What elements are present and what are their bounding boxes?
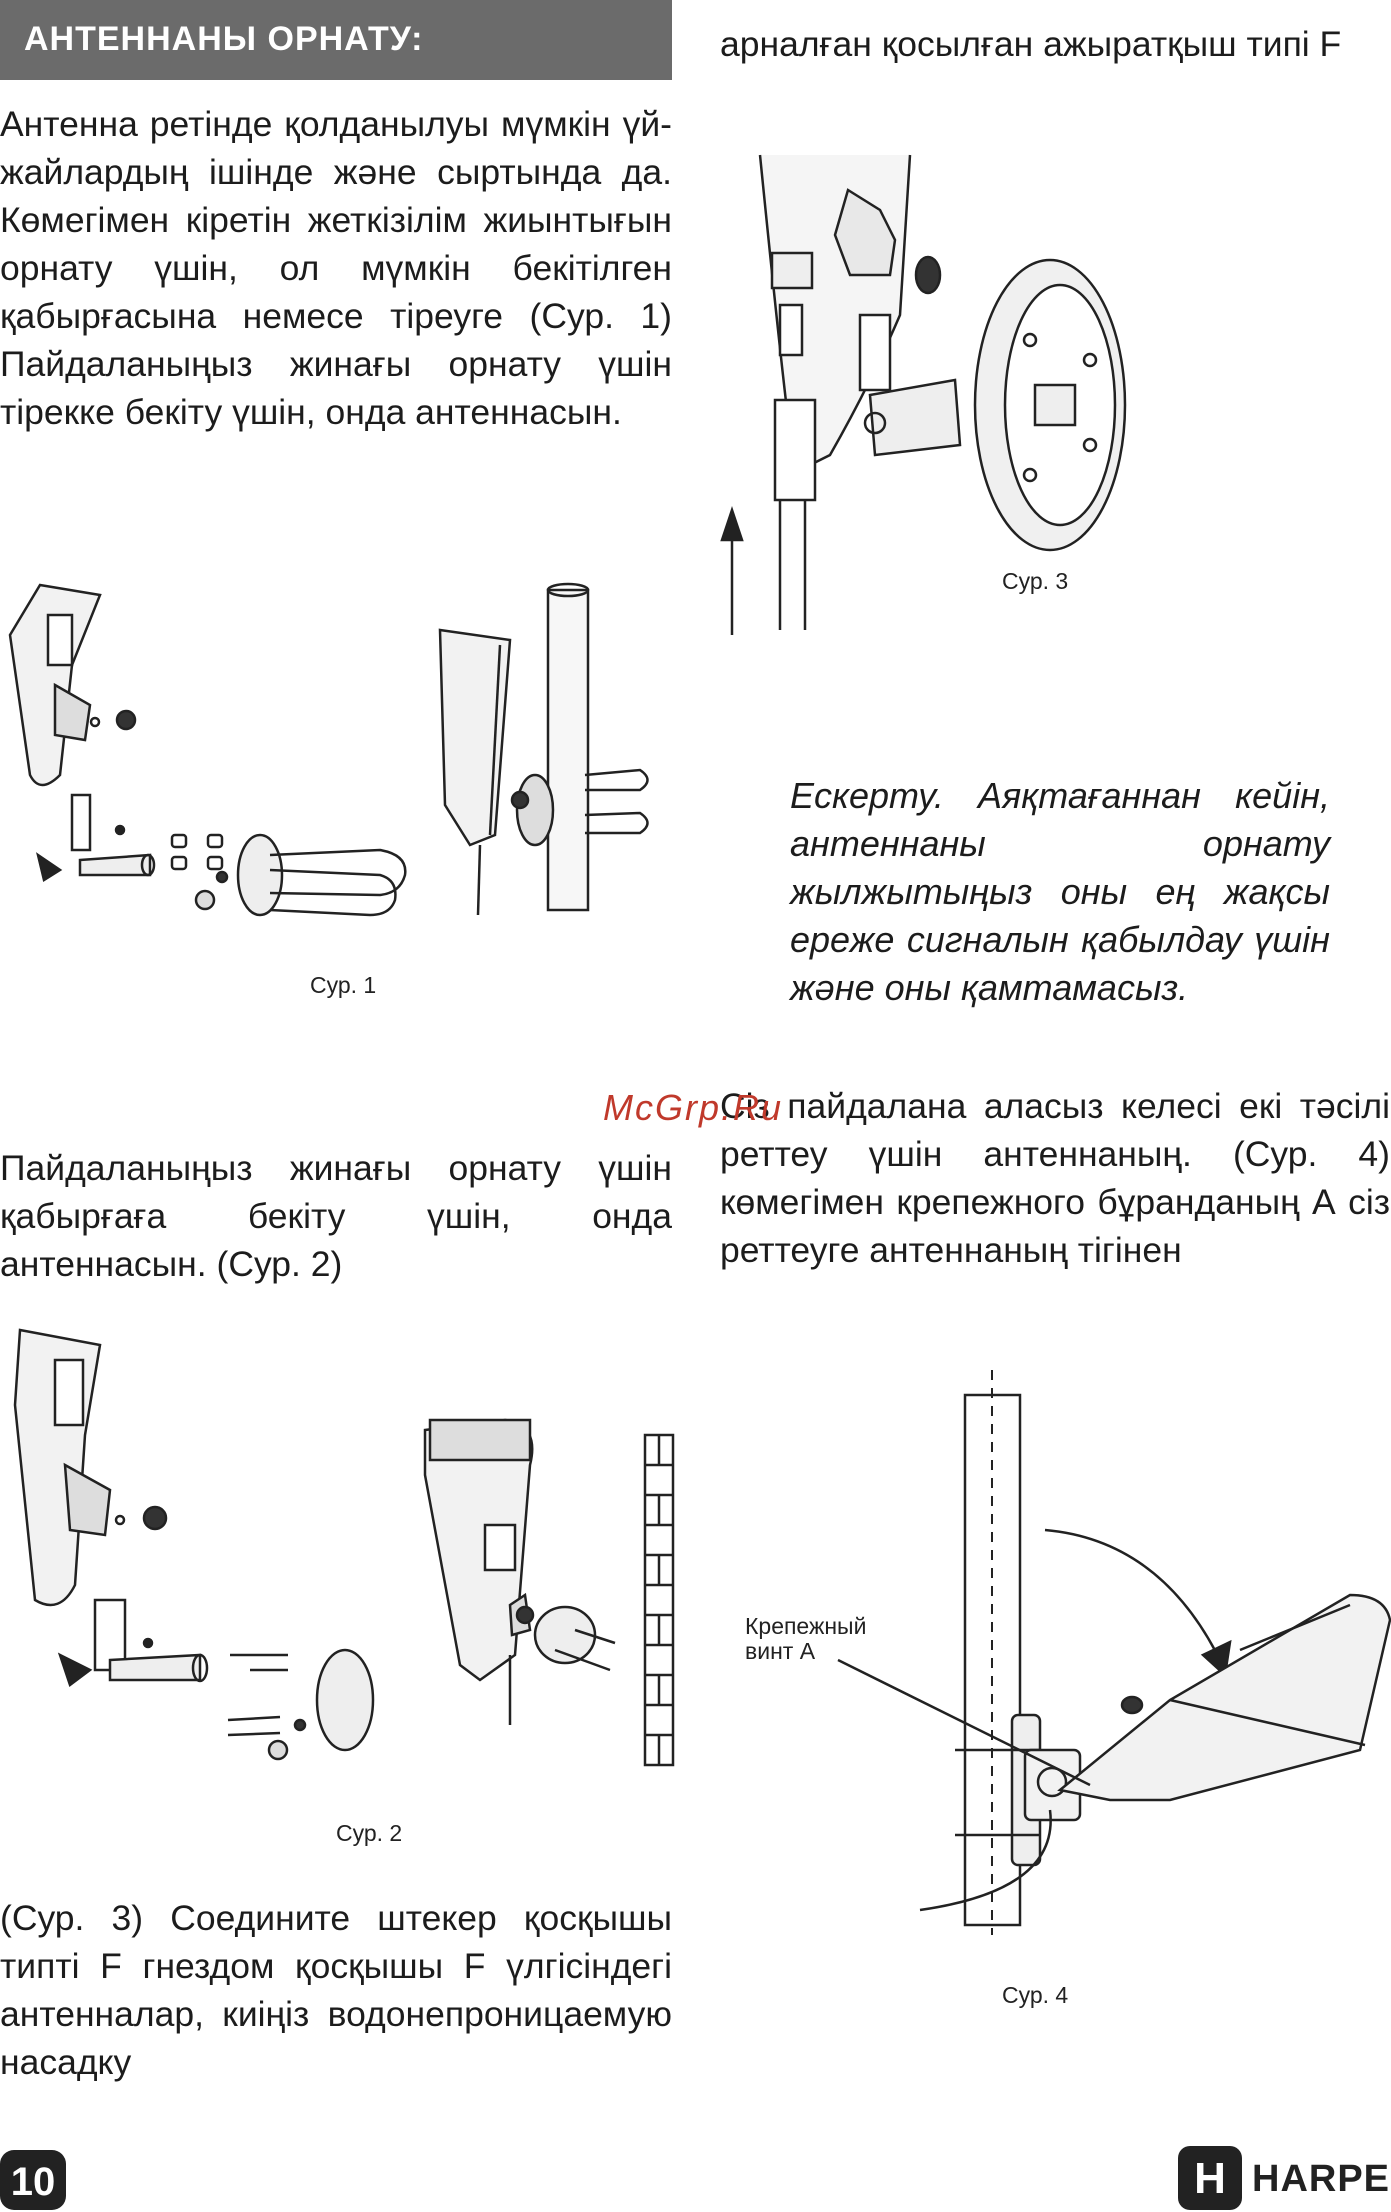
section-header: АНТЕННАНЫ ОРНАТУ: [0,0,672,80]
harper-logo-icon: H [1178,2146,1242,2210]
page-number-badge: 10 [0,2150,66,2210]
figure-4-illustration [837,1370,1391,1935]
intro-paragraph: Антенна ретінде қолданылуы мүмкін үй-жай… [0,104,672,432]
figure-1-illustration [8,582,649,917]
figure-1-caption: Сур. 1 [310,972,377,998]
figure-4-caption: Сур. 4 [1002,1982,1069,2008]
figure-3-illustration [720,154,1127,635]
figure-3-caption: Сур. 3 [1002,568,1069,594]
brand-name: HARPER [1252,2158,1391,2200]
brand-letter: H [1194,2154,1226,2203]
figure-2-illustration [13,1328,675,1767]
page-number: 10 [10,2160,56,2204]
note-paragraph: Ескерту. Аяқтағаннан кейін, антеннаны ор… [790,775,1330,1008]
wall-mount-paragraph: Пайдаланыңыз жинағы орнату үшін қабырғағ… [0,1148,672,1284]
section-title: АНТЕННАНЫ ОРНАТУ: [24,20,424,58]
fixing-screw-label: Крепежный винт А [745,1613,867,1664]
connector-paragraph-cont: арналған қосылған ажыратқыш типі F [720,24,1342,64]
adjustment-paragraph: Сіз пайдалана аласыз келесі екі тәсілі р… [720,1086,1390,1270]
watermark: McGrp.Ru [603,1087,784,1128]
connector-paragraph: (Сур. 3) Соедините штекер қосқышы типті … [0,1898,672,2082]
figure-2-caption: Сур. 2 [336,1820,403,1846]
